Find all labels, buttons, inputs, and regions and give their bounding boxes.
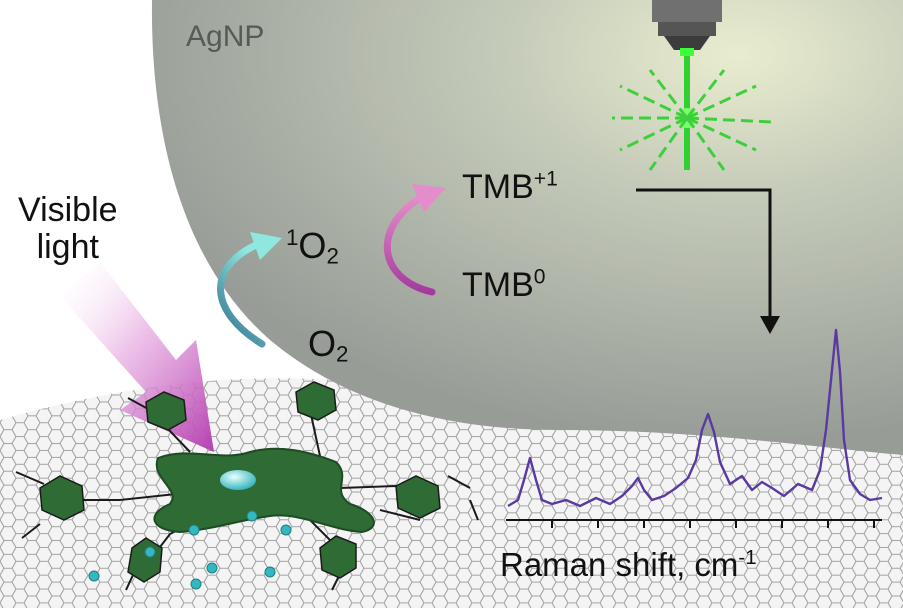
surface-groups xyxy=(88,510,292,590)
raman-axis-label: Raman shift, cm-1 xyxy=(500,546,757,583)
laser-objective-icon xyxy=(612,0,773,171)
singlet-oxygen-prefix: 1 xyxy=(286,225,299,250)
tmb-plus-base: TMB xyxy=(462,168,534,206)
oxygen-subscript: 2 xyxy=(336,341,349,367)
raman-axis-base: Raman shift, cm xyxy=(500,546,739,583)
oxygen-label: O2 xyxy=(308,326,348,366)
singlet-oxygen-base: O xyxy=(298,225,327,266)
graphene-lattice xyxy=(0,378,903,608)
tmb-zero-label: TMB0 xyxy=(462,265,546,304)
porphyrin-molecule-icon xyxy=(15,381,479,591)
tmb-plus-charge: +1 xyxy=(533,167,558,191)
visible-light-line2: light xyxy=(36,227,99,266)
spectrum-trace xyxy=(507,328,883,508)
agnp-label: AgNP xyxy=(186,20,265,53)
tmb-plus-label: TMB+1 xyxy=(462,167,558,206)
raman-spectrum xyxy=(506,328,883,528)
oxygen-activation-arrow xyxy=(217,232,282,348)
tmb-zero-charge: 0 xyxy=(533,265,546,289)
singlet-oxygen-label: 1O2 xyxy=(286,225,339,269)
visible-light-label: Visible light xyxy=(18,192,118,265)
visible-light-line1: Visible xyxy=(18,191,118,229)
tmb-oxidation-arrow xyxy=(383,184,446,296)
tmb-zero-base: TMB xyxy=(462,266,534,304)
oxygen-base: O xyxy=(308,323,337,364)
raman-axis-exponent: -1 xyxy=(738,546,757,569)
silver-nanoparticle xyxy=(151,0,903,455)
detection-arrow xyxy=(636,188,780,334)
singlet-oxygen-subscript: 2 xyxy=(326,243,339,269)
